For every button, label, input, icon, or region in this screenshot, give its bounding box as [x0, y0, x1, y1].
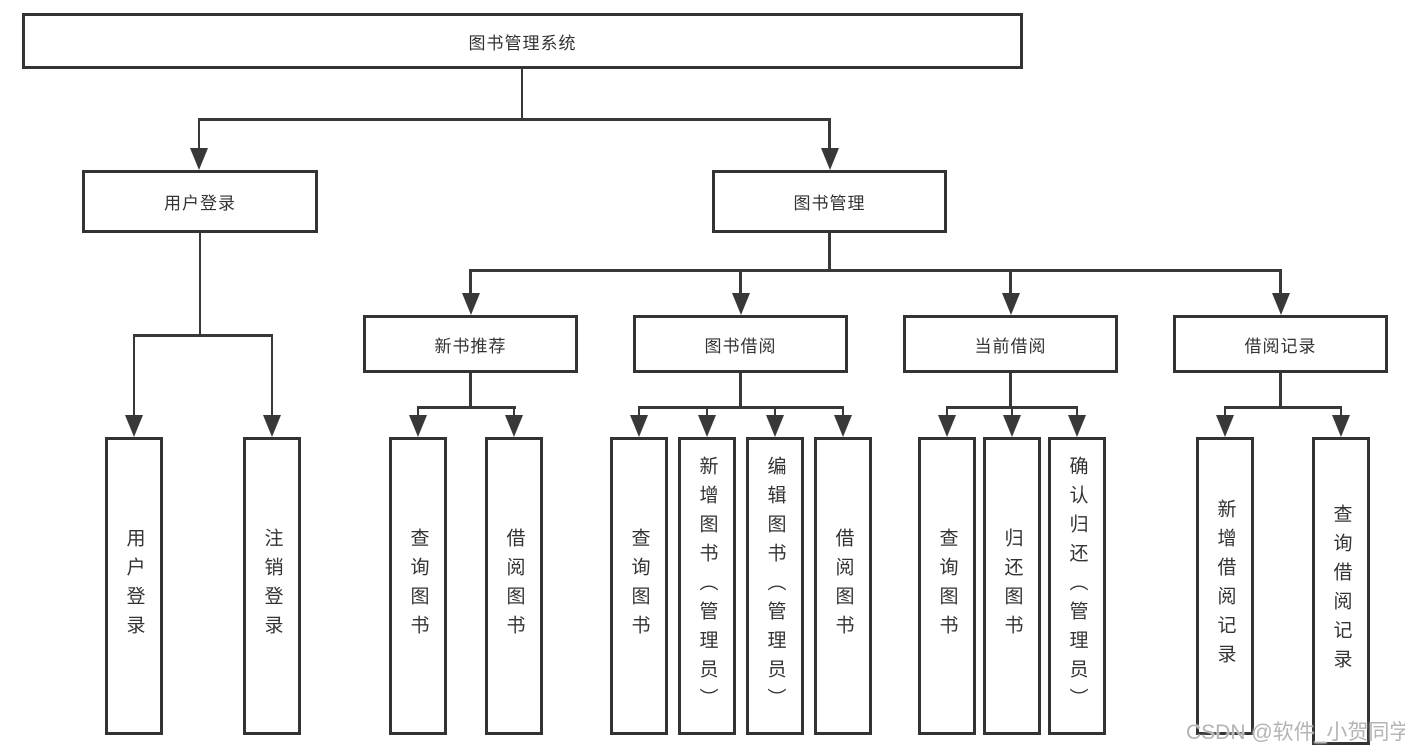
connector-line [1009, 373, 1012, 408]
connector-line [1223, 406, 1227, 418]
arrowhead [938, 415, 956, 437]
connector-line [520, 69, 524, 119]
arrowhead [409, 415, 427, 437]
arrowhead [820, 148, 839, 170]
arrowhead [1003, 415, 1021, 437]
arrowhead [1068, 415, 1086, 437]
node-label: 新增借阅记录 [1214, 499, 1236, 673]
arrowhead [1332, 415, 1350, 437]
node-label: 确认归还（管理员） [1066, 455, 1088, 717]
node-new-book-recommend: 新书推荐 [363, 315, 578, 373]
node-label: 当前借阅 [974, 336, 1047, 356]
watermark: CSDN @软件_小贺同学 [1186, 721, 1405, 744]
arrowhead [1216, 415, 1234, 437]
connector-line [416, 406, 420, 418]
connector-line [512, 406, 516, 418]
node-user-login: 用户登录 [82, 170, 318, 233]
connector-line [739, 373, 742, 408]
arrowhead [190, 148, 208, 170]
arrowhead [834, 415, 852, 437]
arrowhead [125, 415, 143, 437]
connector-line [1010, 406, 1014, 418]
node-label: 编辑图书（管理员） [764, 455, 786, 717]
node-label: 用户登录 [123, 528, 145, 644]
node-label: 查询图书 [407, 528, 429, 644]
leaf-bb-edit-books-admin: 编辑图书（管理员） [746, 437, 804, 735]
node-label: 借阅记录 [1244, 336, 1317, 356]
node-label: 借阅图书 [503, 528, 525, 644]
connector-line [705, 406, 709, 418]
leaf-bb-query-books: 查询图书 [610, 437, 668, 735]
connector-line [132, 334, 136, 418]
connector-line [1279, 269, 1282, 296]
node-label: 归还图书 [1001, 528, 1023, 644]
connector-line [1075, 406, 1079, 418]
arrowhead [731, 293, 750, 315]
node-label: 查询图书 [936, 528, 958, 644]
node-library-system: 图书管理系统 [22, 13, 1023, 69]
leaf-bb-borrow-books: 借阅图书 [814, 437, 872, 735]
connector-line [270, 334, 274, 418]
connector-line [841, 406, 845, 418]
connector-line [1339, 406, 1343, 418]
arrowhead [698, 415, 716, 437]
arrowhead [630, 415, 648, 437]
node-label: 借阅图书 [832, 528, 854, 644]
connector-line [197, 118, 201, 152]
arrowhead [1271, 293, 1290, 315]
arrowhead [461, 293, 480, 315]
arrowhead [1001, 293, 1020, 315]
node-label: 图书借阅 [704, 336, 777, 356]
node-label: 新增图书（管理员） [696, 455, 718, 717]
connector-line [1223, 406, 1343, 409]
connector-line [945, 406, 949, 418]
node-book-management: 图书管理 [712, 170, 947, 233]
connector-line [773, 406, 777, 418]
node-label: 新书推荐 [434, 336, 507, 356]
connector-line [469, 269, 472, 296]
node-label: 注销登录 [261, 528, 283, 644]
connector-line [637, 406, 845, 409]
node-label: 图书管理系统 [468, 33, 577, 53]
connector-line [739, 269, 742, 296]
leaf-nb-borrow-books: 借阅图书 [485, 437, 543, 735]
leaf-cb-query-books: 查询图书 [918, 437, 976, 735]
connector-line [1009, 269, 1012, 296]
node-label: 查询图书 [628, 528, 650, 644]
leaf-cb-confirm-return-admin: 确认归还（管理员） [1048, 437, 1106, 735]
arrowhead [263, 415, 281, 437]
connector-line [469, 269, 1282, 272]
leaf-logout: 注销登录 [243, 437, 301, 735]
arrowhead [505, 415, 523, 437]
connector-line [197, 118, 831, 121]
leaf-br-add-record: 新增借阅记录 [1196, 437, 1254, 735]
connector-line [828, 118, 831, 152]
connector-line [416, 406, 517, 409]
leaf-user-login: 用户登录 [105, 437, 163, 735]
arrowhead [766, 415, 784, 437]
connector-line [198, 233, 202, 336]
node-current-borrowing: 当前借阅 [903, 315, 1118, 373]
connector-line [828, 233, 831, 271]
connector-line [469, 373, 472, 408]
leaf-nb-query-books: 查询图书 [389, 437, 447, 735]
node-borrow-records: 借阅记录 [1173, 315, 1388, 373]
connector-line [637, 406, 641, 418]
node-label: 查询借阅记录 [1330, 504, 1352, 678]
leaf-br-query-record: 查询借阅记录 [1312, 437, 1370, 745]
connector-line [132, 334, 274, 337]
leaf-bb-add-books-admin: 新增图书（管理员） [678, 437, 736, 735]
node-book-borrowing: 图书借阅 [633, 315, 848, 373]
connector-line [1279, 373, 1282, 408]
node-label: 用户登录 [164, 194, 236, 213]
leaf-cb-return-books: 归还图书 [983, 437, 1041, 735]
node-label: 图书管理 [793, 194, 866, 213]
